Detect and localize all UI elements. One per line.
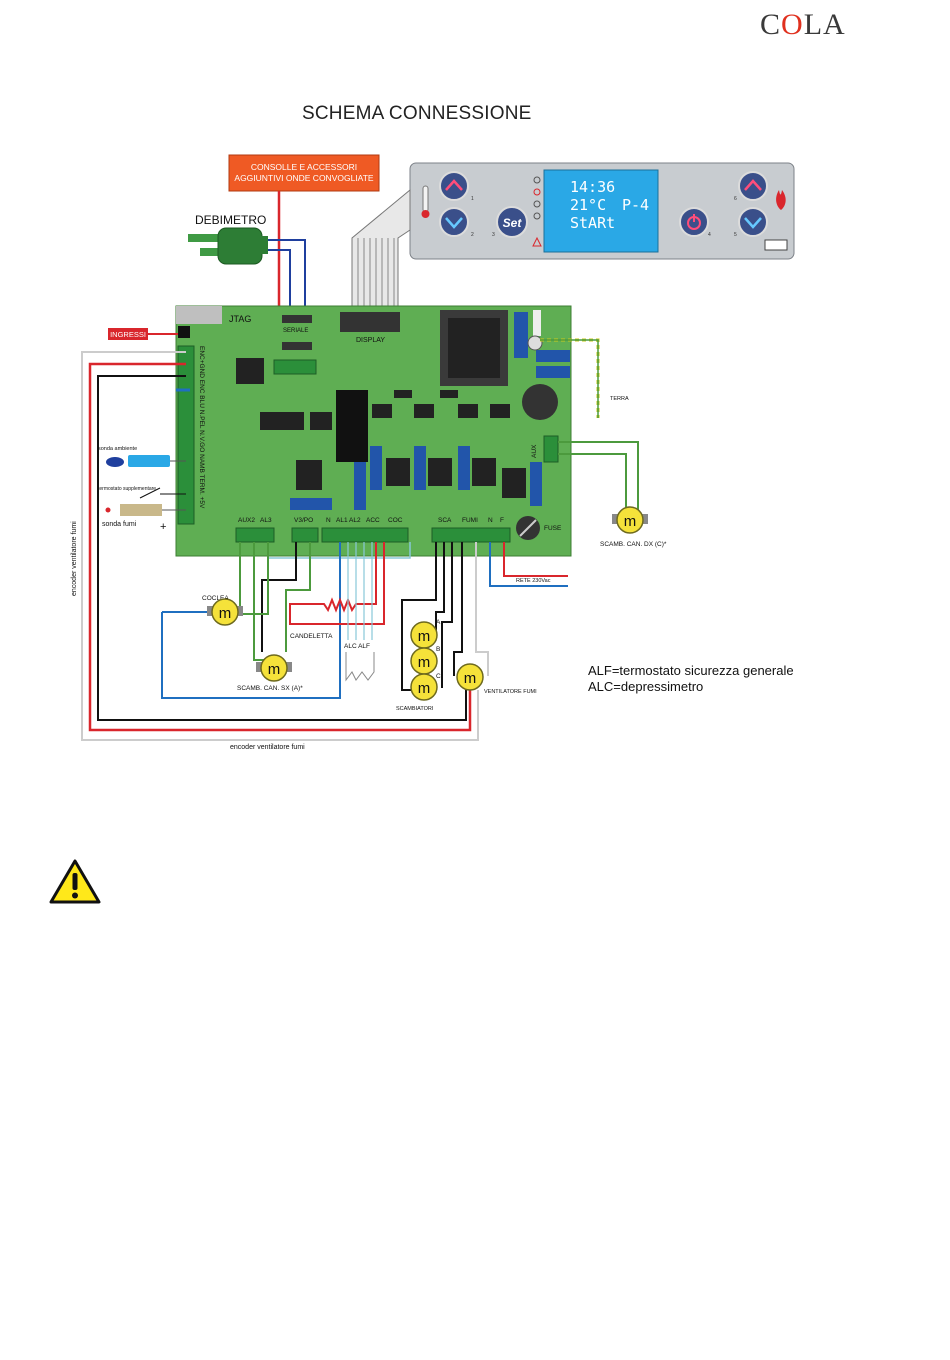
svg-text:AL1: AL1 xyxy=(336,517,348,524)
svg-text:AUX2: AUX2 xyxy=(238,517,255,524)
up-arrow-icon xyxy=(445,179,463,191)
svg-text:JTAG: JTAG xyxy=(229,314,251,324)
svg-text:TERRA: TERRA xyxy=(610,396,629,402)
svg-text:sonda fumi: sonda fumi xyxy=(102,521,137,528)
svg-text:encoder ventilatore fumi: encoder ventilatore fumi xyxy=(71,521,78,596)
page-title: SCHEMA CONNESSIONE xyxy=(302,103,532,124)
svg-text:ALC ALF: ALC ALF xyxy=(344,643,370,650)
svg-text:sonda ambiente: sonda ambiente xyxy=(98,446,137,452)
up-button-6[interactable] xyxy=(738,171,768,201)
brand-logo: COLA xyxy=(760,8,846,41)
accessories-box xyxy=(228,154,380,192)
motor-coclea: m xyxy=(207,598,243,626)
svg-text:N: N xyxy=(488,517,493,524)
down-button-5[interactable] xyxy=(738,207,768,237)
svg-text:AUX: AUX xyxy=(531,444,538,458)
sonda-fumi xyxy=(120,504,162,516)
svg-text:SERIALE: SERIALE xyxy=(283,328,308,334)
motor-scambiatore-c: m xyxy=(410,673,438,701)
legend: ALF=termostato sicurezza generale ALC=de… xyxy=(588,663,794,695)
svg-text:6: 6 xyxy=(734,196,737,202)
sonda-ambiente xyxy=(128,455,170,467)
svg-text:termostato supplementare: termostato supplementare xyxy=(98,486,156,492)
down-button-2[interactable] xyxy=(439,207,469,237)
motor-scambiatore-b: m xyxy=(410,647,438,675)
lcd-time: 14:36 xyxy=(570,178,615,196)
svg-text:VENTILATORE FUMI: VENTILATORE FUMI xyxy=(484,689,537,695)
debimetro-label: DEBIMETRO xyxy=(195,213,266,227)
warning-triangle-icon xyxy=(49,859,101,904)
ingressi-tag xyxy=(108,328,148,340)
motor-scambiatore-a: m xyxy=(410,621,438,649)
svg-text:m: m xyxy=(268,661,281,678)
legend-alf: ALF=termostato sicurezza generale xyxy=(588,663,794,678)
svg-text:RETE 230Vac: RETE 230Vac xyxy=(516,578,551,584)
motor-ventilatore: m xyxy=(456,663,484,691)
svg-text:m: m xyxy=(418,628,431,645)
svg-text:SCAMBIATORI: SCAMBIATORI xyxy=(396,706,434,712)
svg-text:SCAMB. CAN. DX (C)*: SCAMB. CAN. DX (C)* xyxy=(600,541,667,548)
motor-scamb-sx: m xyxy=(256,654,292,682)
svg-text:5: 5 xyxy=(734,232,737,238)
legend-alc: ALC=depressimetro xyxy=(588,679,704,694)
display-connector xyxy=(340,312,400,332)
accessories-text-2: AGGIUNTIVI ONDE CONVOGLIATE xyxy=(234,173,373,183)
svg-text:m: m xyxy=(464,670,477,687)
svg-text:Set: Set xyxy=(503,216,523,230)
svg-text:FUMI: FUMI xyxy=(462,517,478,524)
flame-icon xyxy=(776,190,786,210)
down-arrow-icon xyxy=(744,217,762,229)
svg-text:+: + xyxy=(160,521,166,533)
svg-text:V3/PO: V3/PO xyxy=(294,517,313,524)
svg-text:AL2: AL2 xyxy=(349,517,361,524)
svg-text:SCA: SCA xyxy=(438,517,452,524)
processor-chip xyxy=(236,358,264,384)
down-arrow-icon xyxy=(445,217,463,229)
svg-text:ACC: ACC xyxy=(366,517,380,524)
svg-text:CANDELETTA: CANDELETTA xyxy=(290,633,333,640)
svg-text:3: 3 xyxy=(492,232,495,238)
svg-text:SCAMB. CAN. SX (A)*: SCAMB. CAN. SX (A)* xyxy=(237,685,303,692)
svg-text:1: 1 xyxy=(471,196,474,202)
lcd-screen xyxy=(543,169,659,253)
debimetro-sensor xyxy=(188,227,268,265)
svg-text:AL3: AL3 xyxy=(260,517,272,524)
svg-text:encoder ventilatore fumi: encoder ventilatore fumi xyxy=(230,744,305,751)
svg-text:m: m xyxy=(418,654,431,671)
svg-text:ENC+GND ENC BLU N.PEL N.V.GO N: ENC+GND ENC BLU N.PEL N.V.GO NAMB TERM. … xyxy=(198,346,205,509)
set-button[interactable] xyxy=(496,206,528,238)
warning-icon xyxy=(532,236,542,247)
svg-text:N: N xyxy=(326,517,331,524)
capacitor xyxy=(522,384,558,420)
svg-text:2: 2 xyxy=(471,232,474,238)
motor-scamb-dx: m xyxy=(612,506,648,534)
ir-receiver xyxy=(764,239,788,251)
svg-text:COCLEA: COCLEA xyxy=(202,595,229,602)
svg-text:m: m xyxy=(624,513,637,530)
svg-text:m: m xyxy=(219,605,232,622)
svg-text:COC: COC xyxy=(388,517,403,524)
control-console: 14:36 21°C P-4 StARt Set 2 3 4 5 6 xyxy=(409,162,795,260)
ribbon-cable xyxy=(351,188,411,319)
svg-text:FUSE: FUSE xyxy=(544,525,562,532)
svg-text:DISPLAY: DISPLAY xyxy=(356,337,385,344)
accessories-text-1: CONSOLLE E ACCESSORI xyxy=(251,162,357,172)
thermometer-icon xyxy=(422,185,429,213)
lcd-temp: 21°C xyxy=(570,196,606,214)
up-arrow-icon xyxy=(744,179,762,191)
lcd-status: StARt xyxy=(570,214,615,232)
up-button-1[interactable] xyxy=(439,171,469,201)
svg-text:A: A xyxy=(436,619,441,626)
svg-text:C: C xyxy=(436,673,441,680)
left-terminal-strip xyxy=(177,345,195,525)
svg-text:4: 4 xyxy=(708,232,711,238)
lcd-program: P-4 xyxy=(622,196,649,214)
svg-text:B: B xyxy=(436,646,440,653)
svg-text:INGRESSI: INGRESSI xyxy=(110,330,146,339)
svg-text:m: m xyxy=(418,680,431,697)
svg-text:F: F xyxy=(500,517,504,524)
